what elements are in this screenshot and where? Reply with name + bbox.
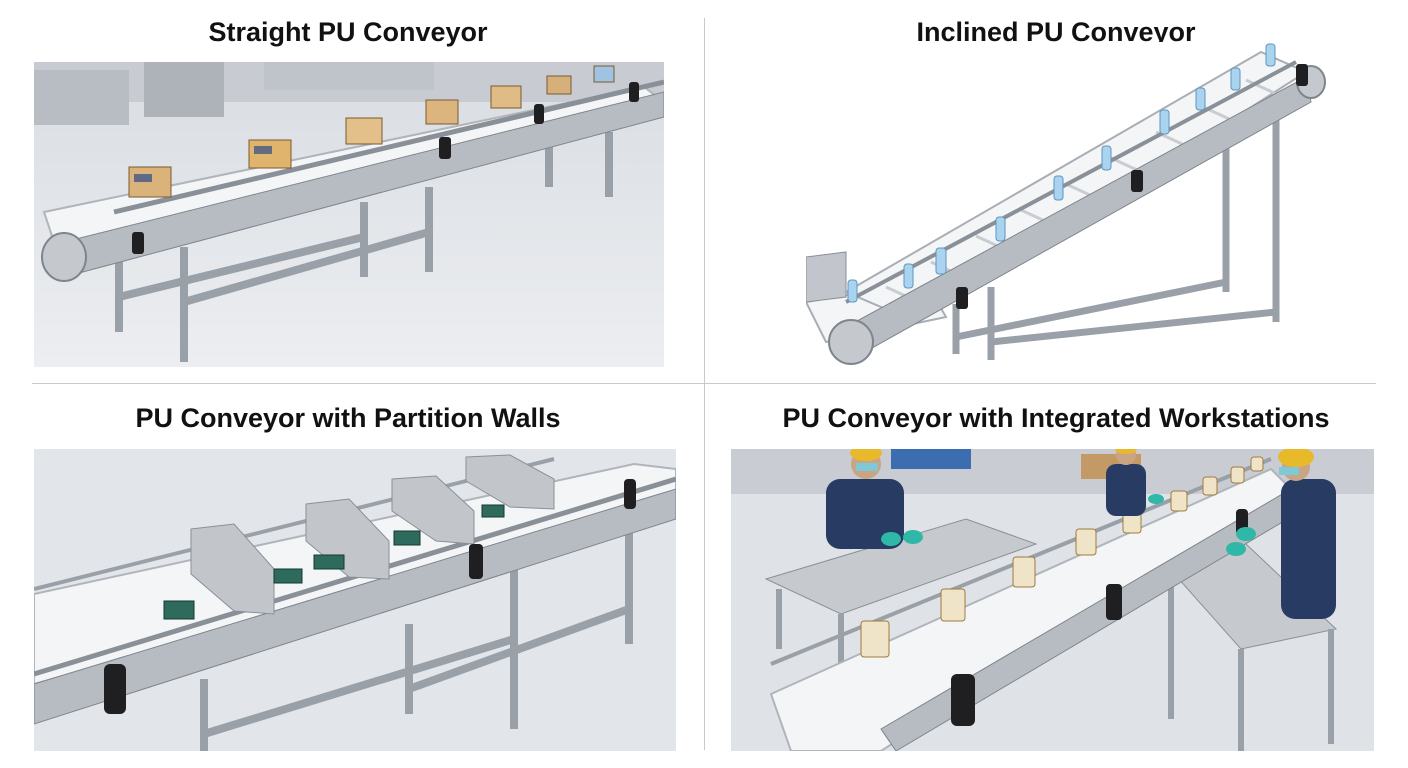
horizontal-divider	[32, 383, 1376, 384]
inclined-conveyor-image	[806, 42, 1332, 367]
panel-title-straight: Straight PU Conveyor	[208, 17, 488, 47]
vertical-divider	[704, 18, 705, 750]
workstation-conveyor-image	[731, 449, 1374, 751]
panel-title-partition: PU Conveyor with Partition Walls	[135, 403, 561, 433]
panel-title-workstations: PU Conveyor with Integrated Workstations	[782, 403, 1330, 433]
straight-conveyor-image	[34, 62, 664, 367]
partition-wall-conveyor-image	[34, 449, 676, 751]
